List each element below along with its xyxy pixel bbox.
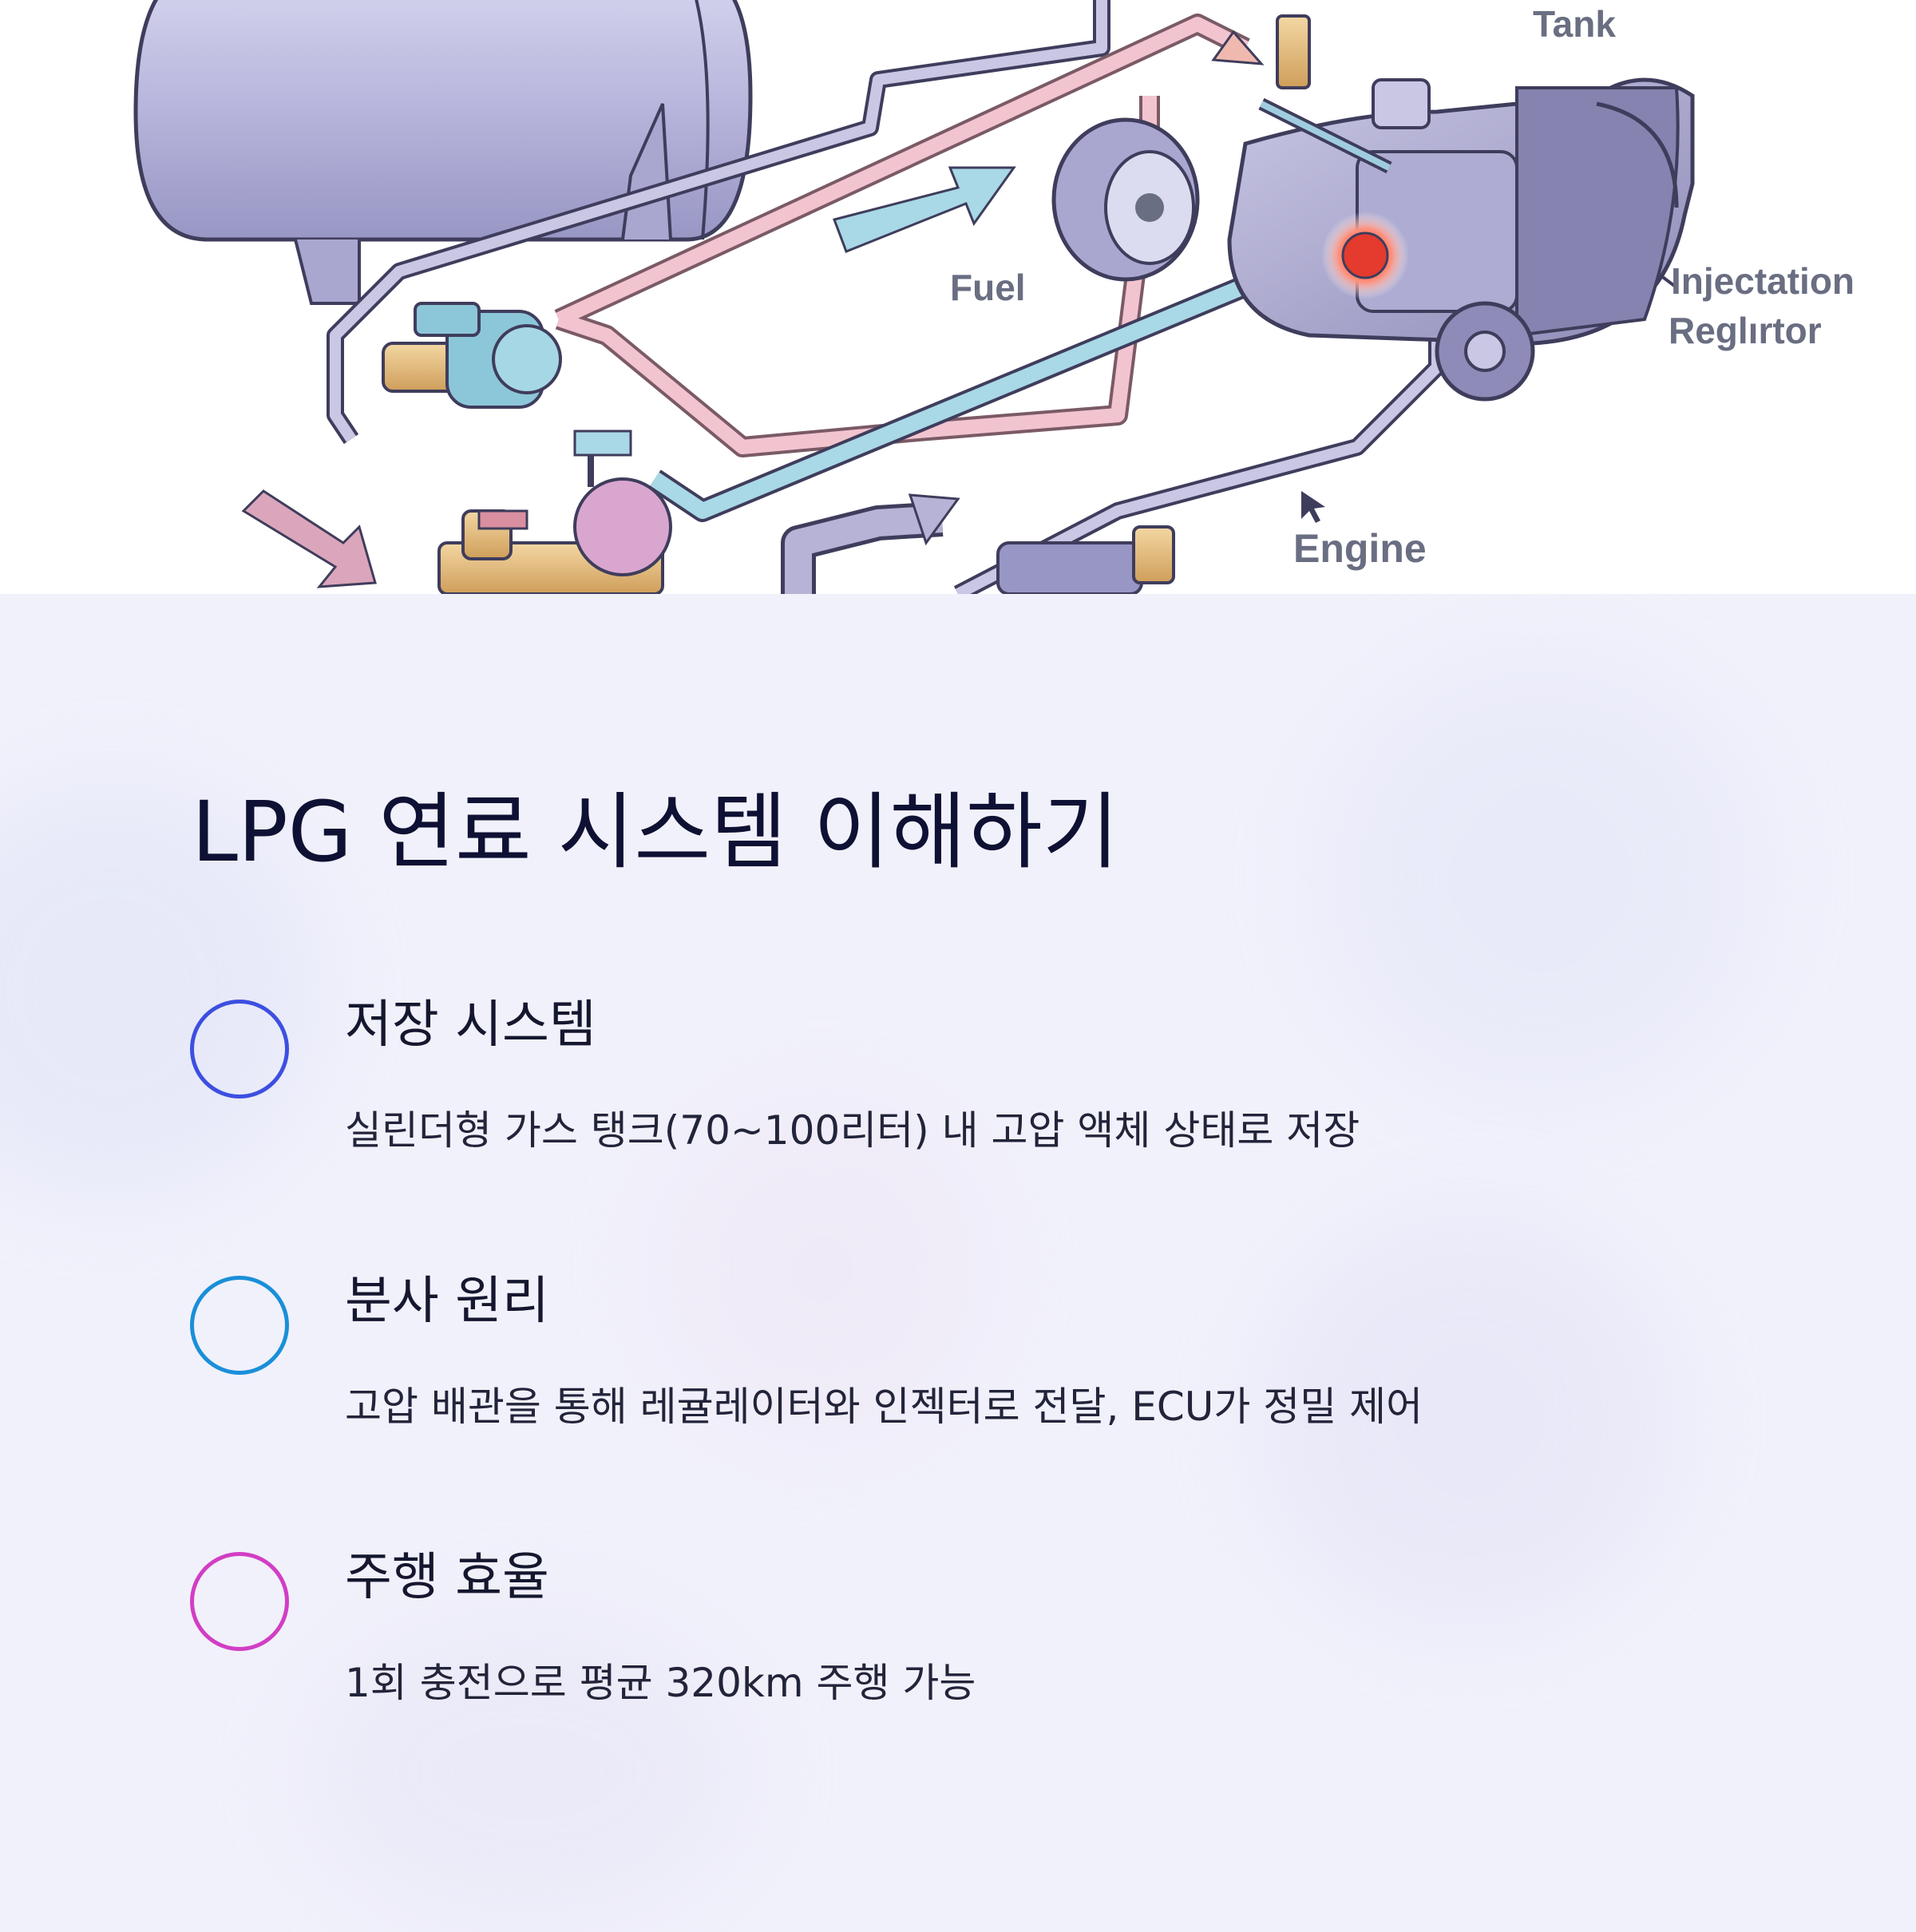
coupler-valve: [382, 302, 562, 409]
ring-icon: [190, 1276, 289, 1375]
feature-title: 분사 원리: [345, 1272, 549, 1331]
filter-unit: [1051, 117, 1200, 282]
background-blob: [1261, 1213, 1676, 1629]
ring-icon: [190, 1552, 289, 1651]
fuel-system-diagram: Tank Fuel Injectation Reglırtor Engine: [133, 0, 1855, 594]
engine-block: [1227, 14, 1695, 402]
fuel-system-illustration: Tank Fuel Injectation Reglırtor Engine: [0, 0, 1916, 594]
inlet-arrow-icon: [241, 489, 377, 588]
direction-arrow-icon: [833, 166, 1016, 253]
injector: [996, 525, 1175, 594]
feature-title: 주행 효율: [345, 1548, 549, 1607]
ball-valve: [437, 430, 672, 594]
page-title: LPG 연료 시스템 이해하기: [192, 783, 1119, 881]
label-injection-line2: Reglırtor: [1669, 310, 1822, 351]
feature-description: 실린더형 가스 탱크(70~100리터) 내 고압 액체 상태로 저장: [345, 1107, 1360, 1154]
background-blob: [1317, 655, 1764, 1102]
ring-icon: [190, 1000, 289, 1099]
content-section: LPG 연료 시스템 이해하기 저장 시스템 실린더형 가스 탱크(70~100…: [0, 594, 1916, 1916]
feature-description: 고압 배관을 통해 레귤레이터와 인젝터로 전달, ECU가 정밀 제어: [345, 1384, 1423, 1430]
return-arrow-icon: [908, 493, 960, 546]
background-blob: [655, 1102, 990, 1437]
label-engine: Engine: [1293, 526, 1427, 571]
label-fuel: Fuel: [950, 267, 1026, 308]
background-blob: [0, 782, 319, 1198]
feature-description: 1회 충전으로 평균 320km 주행 가능: [345, 1660, 976, 1706]
feature-title: 저장 시스템: [345, 996, 596, 1055]
background-blob: [303, 1613, 750, 1932]
label-tank: Tank: [1533, 3, 1616, 45]
label-injection-line1: Injectation: [1671, 260, 1855, 302]
pointer-icon: [1301, 491, 1325, 523]
arrow-icon: [1211, 30, 1265, 65]
